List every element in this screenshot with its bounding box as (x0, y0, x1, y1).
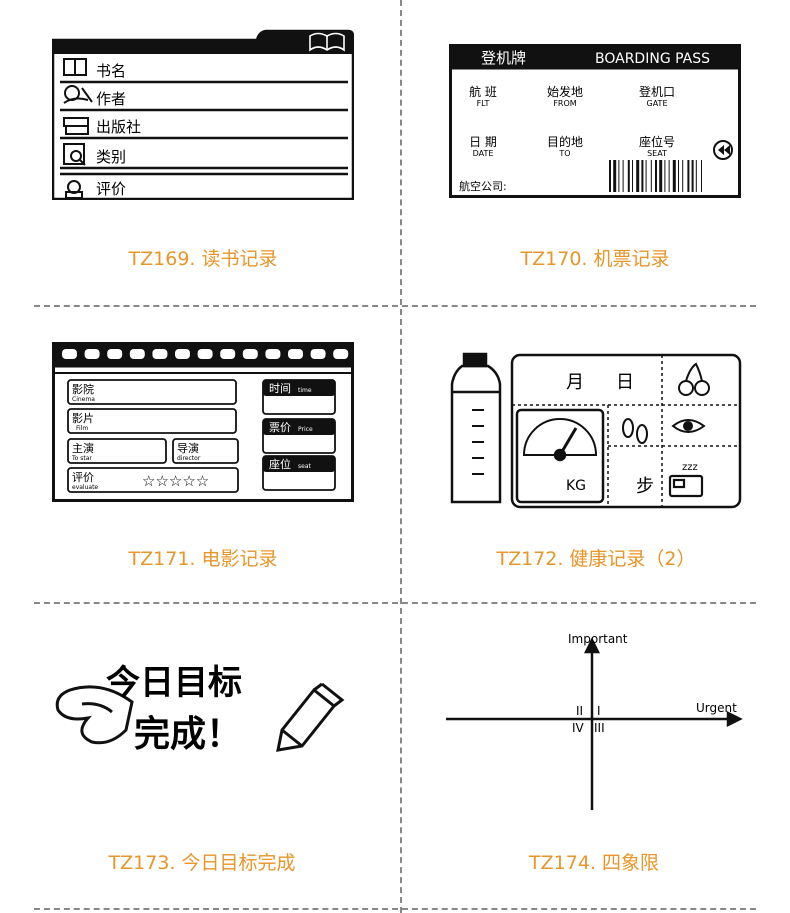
caption-tz171: TZ171. 电影记录 (128, 548, 278, 570)
price-cn: 票价 (269, 421, 291, 434)
book-icon (309, 32, 345, 52)
eval-en: evaluate (72, 484, 98, 491)
caption-tz173: TZ173. 今日目标完成 (108, 852, 296, 874)
field-date-en: DATE (473, 149, 494, 158)
open-book-icon (63, 58, 87, 76)
film-hole (242, 349, 258, 359)
film-hole (310, 349, 326, 359)
caption-tz169: TZ169. 读书记录 (128, 248, 278, 270)
quadrant-2: II (576, 704, 583, 718)
footprints-icon (622, 418, 648, 444)
item-publisher: 出版社 (96, 118, 141, 136)
wing-icon (55, 685, 134, 745)
film-hole (220, 349, 236, 359)
field-to-cn: 目的地 (547, 134, 583, 149)
rewind-icon (713, 140, 733, 160)
field-from-en: FROM (553, 99, 576, 108)
film-hole (288, 349, 303, 359)
film-hole (152, 349, 168, 359)
time-en: time (298, 387, 312, 394)
horizontal-divider (34, 908, 756, 910)
film-hole (175, 349, 190, 359)
writer-icon (63, 85, 93, 104)
title-en: BOARDING PASS (595, 51, 710, 67)
seat-en: seat (298, 463, 311, 470)
film-hole (62, 349, 77, 359)
film-cn: 影片 (72, 412, 94, 425)
airline-label: 航空公司: (459, 179, 507, 193)
y-axis-label: Important (568, 632, 628, 646)
quadrant-3: III (594, 721, 605, 735)
film-hole (333, 349, 349, 359)
field-seat-en: SEAT (647, 149, 667, 158)
star-en: To star (71, 455, 92, 462)
title-cn: 登机牌 (481, 49, 526, 67)
scale-icon (515, 408, 605, 504)
books-stack-icon (63, 117, 89, 135)
quadrant-4: IV (572, 721, 585, 735)
stamp-boarding-pass[interactable]: 登机牌 BOARDING PASS 航 班 始发地 登机口 日 期 目的地 座位… (449, 44, 741, 198)
steps-label: 步 (636, 476, 654, 497)
item-author: 作者 (96, 90, 126, 108)
vertical-divider (400, 0, 402, 913)
magnifier-book-icon (63, 143, 86, 166)
eye-icon (671, 419, 706, 433)
thumbs-up-icon (65, 180, 83, 199)
goal-line2: 完成！ (134, 714, 242, 755)
field-date-cn: 日 期 (469, 135, 497, 149)
cinema-en: Cinema (72, 396, 95, 403)
pencil-icon (276, 682, 345, 752)
field-gate-cn: 登机口 (639, 84, 675, 99)
stamp-reading-record[interactable]: 书名 作者 出版社 类别 评价 (51, 28, 355, 201)
time-cn: 时间 (269, 382, 291, 395)
stamp-movie-record[interactable]: 影院 影片 主演 导演 评价 Cinema Film To star direc… (52, 342, 354, 502)
cherry-icon (678, 362, 710, 396)
seat-cn: 座位 (269, 457, 291, 471)
field-from-cn: 始发地 (547, 84, 583, 99)
film-en: Film (76, 425, 88, 432)
caption-tz174: TZ174. 四象限 (529, 852, 659, 874)
film-hole (129, 349, 145, 359)
barcode (609, 160, 702, 192)
x-axis-label: Urgent (696, 701, 737, 715)
field-flight-cn: 航 班 (469, 84, 497, 99)
quadrant-1: I (597, 704, 601, 718)
film-hole (265, 349, 281, 359)
item-category: 类别 (96, 148, 126, 166)
field-to-en: TO (558, 149, 570, 158)
bed-icon (668, 474, 704, 498)
goal-line1: 今日目标 (106, 663, 242, 703)
sleep-zzz: zzz (682, 462, 698, 473)
horizontal-divider (34, 602, 756, 604)
cinema-cn: 影院 (72, 382, 94, 396)
horizontal-divider (34, 305, 756, 307)
price-en: Price (298, 426, 313, 433)
film-hole (107, 349, 123, 359)
director-cn: 导演 (177, 441, 199, 455)
item-title: 书名 (96, 62, 126, 80)
field-gate-en: GATE (647, 99, 668, 108)
director-en: director (177, 455, 201, 462)
stamp-health-record[interactable]: 月 日 KG 步 zzz (448, 350, 744, 510)
eval-cn: 评价 (72, 471, 94, 484)
item-review: 评价 (96, 180, 126, 198)
water-bottle-icon (450, 352, 502, 504)
film-hole (197, 349, 213, 359)
field-seat-cn: 座位号 (639, 134, 675, 149)
field-flight-en: FLT (477, 99, 490, 108)
film-hole (84, 349, 100, 359)
month-label: 月 (566, 372, 584, 393)
kg-label: KG (566, 478, 586, 494)
caption-tz170: TZ170. 机票记录 (520, 248, 670, 270)
day-label: 日 (616, 372, 634, 393)
caption-tz172: TZ172. 健康记录（2） (496, 548, 696, 570)
rating-stars: ☆☆☆☆☆ (142, 472, 209, 490)
stamp-four-quadrants[interactable]: Important Urgent I II III IV (444, 628, 744, 818)
stamp-goal-completed[interactable]: 今日目标 完成！ (52, 650, 352, 760)
star-cn: 主演 (72, 441, 94, 455)
